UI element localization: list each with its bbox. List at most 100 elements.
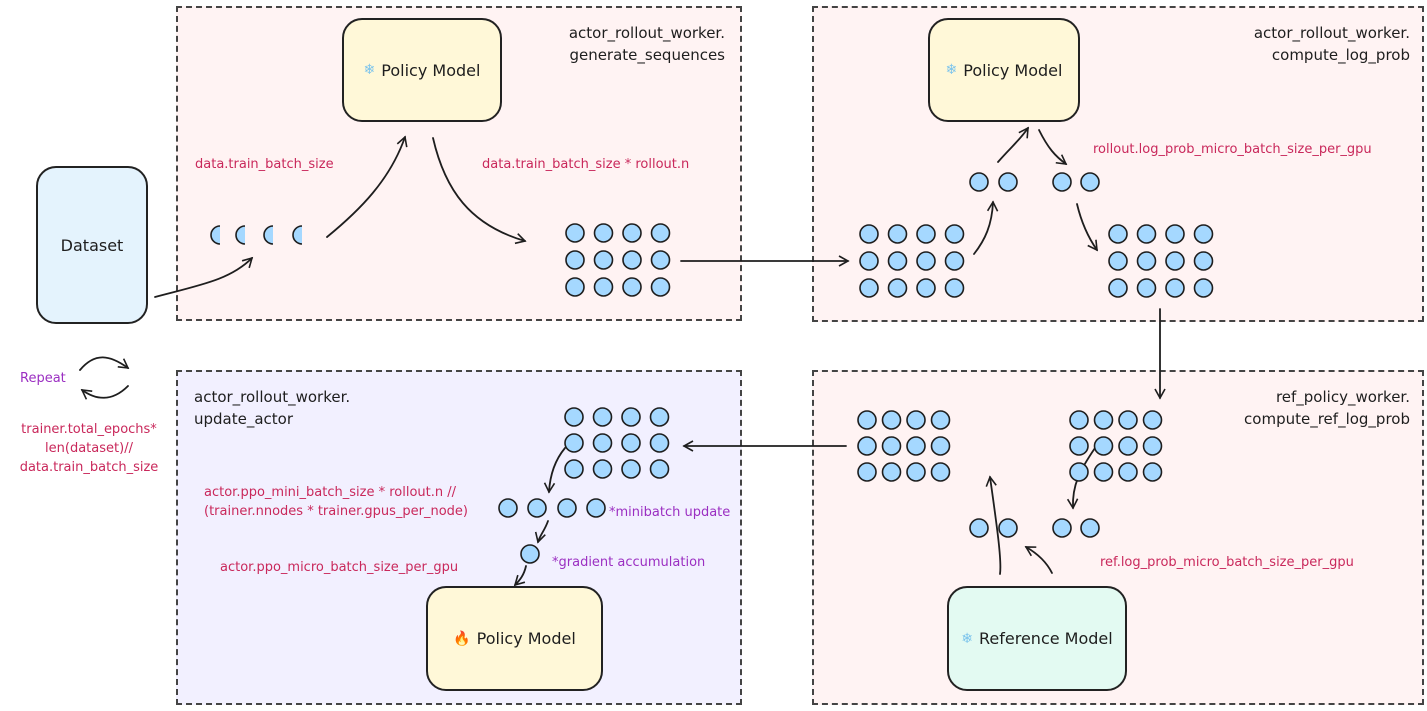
model-label: Policy Model bbox=[476, 629, 576, 648]
micro-batch-sample bbox=[998, 172, 1018, 192]
repeat-formula: trainer.total_epochs* len(dataset)// dat… bbox=[4, 420, 174, 477]
ref-micro-batch-sample bbox=[1052, 518, 1072, 538]
log-prob-sample bbox=[1136, 251, 1157, 271]
update-sample bbox=[592, 459, 613, 479]
rollout-batch-label: data.train_batch_size * rollout.n bbox=[482, 157, 690, 172]
arrow-policy-lp-to-micro bbox=[1038, 129, 1068, 165]
log-prob-panel-title: actor_rollout_worker. compute_log_prob bbox=[1180, 22, 1410, 66]
rollout-sample bbox=[944, 251, 965, 271]
micro-batch-sample bbox=[1080, 172, 1100, 192]
log-prob-sample bbox=[1165, 251, 1185, 271]
minibatch-sample bbox=[586, 498, 606, 518]
panel-title-line: compute_log_prob bbox=[1271, 46, 1410, 64]
log-prob-sample bbox=[1193, 278, 1214, 298]
ref-input-sample bbox=[1069, 436, 1089, 456]
gradient-accumulation-note: *gradient accumulation bbox=[552, 555, 706, 570]
rollout-sample bbox=[622, 277, 642, 297]
arrow-dataset-to-batch bbox=[154, 256, 254, 298]
micro-batch-sample bbox=[969, 172, 989, 192]
minibatch-sample bbox=[527, 498, 547, 518]
minibatch-sample bbox=[557, 498, 577, 518]
ref-panel-title: ref_policy_worker. compute_ref_log_prob bbox=[1180, 386, 1410, 430]
micro-batch-sample bbox=[1052, 172, 1072, 192]
snowflake-icon: ❄ bbox=[363, 62, 376, 78]
ref-micro-batch-sample bbox=[1080, 518, 1100, 538]
panel-title-line: compute_ref_log_prob bbox=[1244, 410, 1410, 428]
update-panel-title: actor_rollout_worker. update_actor bbox=[194, 386, 350, 430]
arrow-policy-gen-to-rollouts bbox=[432, 137, 527, 245]
rollout-sample bbox=[916, 251, 936, 271]
rollout-sample bbox=[887, 251, 908, 271]
label-line: actor.ppo_mini_batch_size * rollout.n // bbox=[204, 485, 456, 500]
ref-input-sample bbox=[1069, 410, 1089, 430]
prompt-sample bbox=[263, 225, 274, 245]
update-sample bbox=[621, 459, 641, 479]
ref-log-prob-sample bbox=[930, 410, 951, 430]
arrow-micro-to-grid-down bbox=[1076, 203, 1098, 252]
repeat-label: Repeat bbox=[20, 371, 66, 386]
ref-log-prob-sample bbox=[906, 462, 926, 482]
arrow-grid-to-micro-up bbox=[973, 200, 999, 255]
log-prob-sample bbox=[1165, 278, 1185, 298]
panel-title-line: generate_sequences bbox=[569, 46, 725, 64]
ref-input-sample bbox=[1118, 436, 1138, 456]
rollout-sample bbox=[622, 223, 642, 243]
prompt-sample bbox=[292, 225, 303, 245]
log-prob-sample bbox=[1136, 224, 1157, 244]
arrow-batch-to-policy-gen bbox=[326, 135, 408, 238]
ref-input-sample bbox=[1093, 462, 1114, 482]
update-sample bbox=[649, 459, 670, 479]
log-prob-sample bbox=[1193, 224, 1214, 244]
rollout-sample bbox=[887, 278, 908, 298]
rollout-sample bbox=[859, 251, 879, 271]
policy-model-generate: ❄ Policy Model bbox=[342, 18, 502, 122]
rollout-sample bbox=[859, 224, 879, 244]
update-sample bbox=[621, 407, 641, 427]
ref-log-prob-sample bbox=[881, 410, 902, 430]
arrow-micro-to-policy-update bbox=[513, 565, 527, 587]
prompt-sample bbox=[210, 225, 221, 245]
train-batch-size-label: data.train_batch_size bbox=[195, 157, 334, 172]
ref-log-prob-sample bbox=[930, 462, 951, 482]
arrow-grid-to-minibatch bbox=[543, 447, 566, 494]
repeat-formula-line: data.train_batch_size bbox=[19, 460, 159, 475]
repeat-formula-line: trainer.total_epochs* bbox=[21, 422, 157, 437]
model-label: Reference Model bbox=[979, 629, 1113, 648]
arrow-micro-to-policy-lp bbox=[997, 126, 1029, 163]
log-prob-sample bbox=[1108, 251, 1128, 271]
micro-batch-sample bbox=[520, 544, 540, 564]
ref-input-sample bbox=[1093, 410, 1114, 430]
ref-log-prob-sample bbox=[857, 436, 877, 456]
ref-input-sample bbox=[1069, 462, 1089, 482]
update-sample bbox=[564, 433, 584, 453]
update-sample bbox=[649, 407, 670, 427]
arrow-micro-to-refmodel bbox=[985, 475, 1002, 575]
update-sample bbox=[592, 407, 613, 427]
log-prob-sample bbox=[1165, 224, 1185, 244]
ref-micro-batch-sample bbox=[998, 518, 1018, 538]
model-label: Policy Model bbox=[963, 60, 1063, 80]
fire-icon: 🔥 bbox=[453, 630, 471, 647]
update-sample bbox=[592, 433, 613, 453]
update-sample bbox=[564, 407, 584, 427]
rollout-sample bbox=[887, 224, 908, 244]
repeat-formula-line: len(dataset)// bbox=[45, 441, 133, 456]
dataset-node: Dataset bbox=[36, 166, 148, 324]
rollout-sample bbox=[650, 277, 671, 297]
ppo-mini-batch-label: actor.ppo_mini_batch_size * rollout.n //… bbox=[204, 483, 468, 521]
log-prob-sample bbox=[1193, 251, 1214, 271]
arrow-minibatch-to-micro bbox=[534, 520, 549, 544]
panel-title-line: actor_rollout_worker. bbox=[1253, 24, 1410, 42]
ref-log-prob-sample bbox=[857, 410, 877, 430]
update-actor-panel bbox=[176, 370, 742, 705]
panel-title-line: ref_policy_worker. bbox=[1275, 388, 1410, 406]
panel-title-line: update_actor bbox=[194, 410, 294, 428]
update-sample bbox=[621, 433, 641, 453]
label-line: (trainer.nnodes * trainer.gpus_per_node) bbox=[204, 504, 468, 519]
log-prob-sample bbox=[1136, 278, 1157, 298]
ref-log-prob-sample bbox=[906, 410, 926, 430]
rollout-sample bbox=[916, 278, 936, 298]
rollout-sample bbox=[593, 250, 614, 270]
ref-micro-batch-sample bbox=[969, 518, 989, 538]
